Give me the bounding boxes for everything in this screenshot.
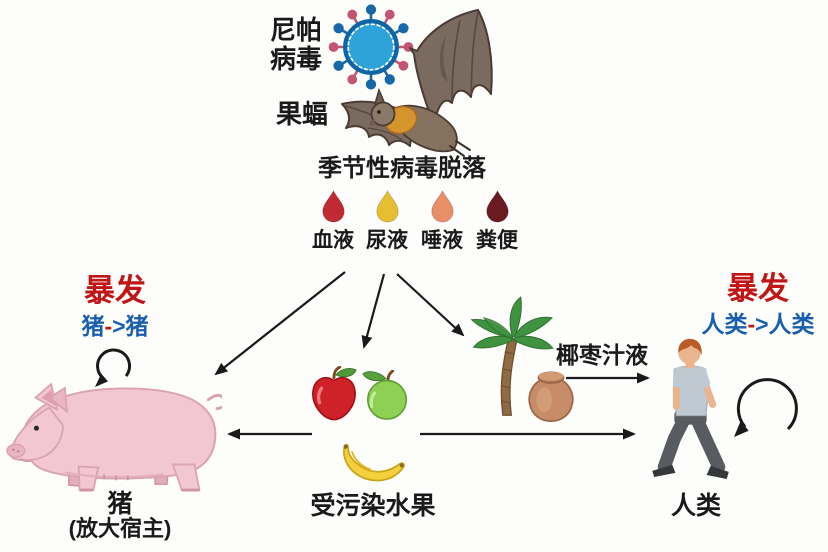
- arrow-shedding-to-palm: [396, 273, 465, 337]
- pig-outbreak-label: 暴发: [84, 273, 146, 308]
- shedding-label: 季节性病毒脱落: [318, 155, 486, 182]
- banana-icon: [343, 443, 405, 482]
- pig-sublabel: (放大宿主): [68, 516, 172, 541]
- human-cycle-to: 人类: [768, 311, 815, 337]
- human-label: 人类: [670, 492, 721, 520]
- pig-cycle-dash: -: [104, 313, 113, 339]
- feces-label: 粪便: [476, 229, 518, 252]
- clay-pot-icon: [528, 371, 574, 423]
- nipah-virus-label-line2: 病毒: [270, 44, 323, 75]
- pig-cycle-gt: >: [112, 313, 126, 339]
- green-apple-icon: [362, 370, 407, 420]
- urine-droplet-icon: [376, 189, 399, 223]
- pig-cycle-to: 猪: [125, 313, 149, 339]
- pig-label: 猪: [107, 490, 133, 518]
- saliva-droplet-icon: [431, 189, 454, 223]
- saliva-label: 唾液: [421, 229, 463, 252]
- pig-to-pig-label: 猪->猪: [48, 313, 182, 340]
- nipah-virus-label: 尼帕 病毒: [270, 15, 323, 75]
- feces-droplet-icon: [486, 189, 509, 223]
- fruit-bat-icon: [341, 9, 493, 157]
- date-palm-sap-label: 椰枣汁液: [556, 342, 648, 368]
- human-cycle-from: 人类: [701, 311, 748, 337]
- nipah-virus-label-line1: 尼帕: [270, 15, 323, 45]
- human-to-human-label: 人类->人类: [692, 311, 824, 338]
- arrow-shedding-to-pig: [214, 271, 346, 376]
- fruit-bat-label: 果蝠: [276, 99, 329, 129]
- blood-label: 血液: [312, 229, 354, 252]
- pig-cycle-from: 猪: [81, 313, 105, 339]
- contaminated-fruit-label: 受污染水果: [310, 492, 436, 520]
- virus-icon: [328, 4, 414, 90]
- urine-label: 尿液: [366, 229, 408, 252]
- human-cycle-dash: -: [747, 311, 756, 337]
- cycle-arrow-human: [734, 378, 798, 437]
- human-cycle-gt: >: [755, 311, 769, 337]
- human-outbreak-label: 暴发: [727, 271, 789, 306]
- blood-droplet-icon: [322, 189, 345, 223]
- pig-icon: [6, 382, 222, 492]
- palm-tree-icon: [470, 296, 554, 416]
- human-icon: [652, 338, 729, 479]
- arrow-shedding-to-fruit: [361, 273, 386, 349]
- red-apple-icon: [312, 366, 357, 421]
